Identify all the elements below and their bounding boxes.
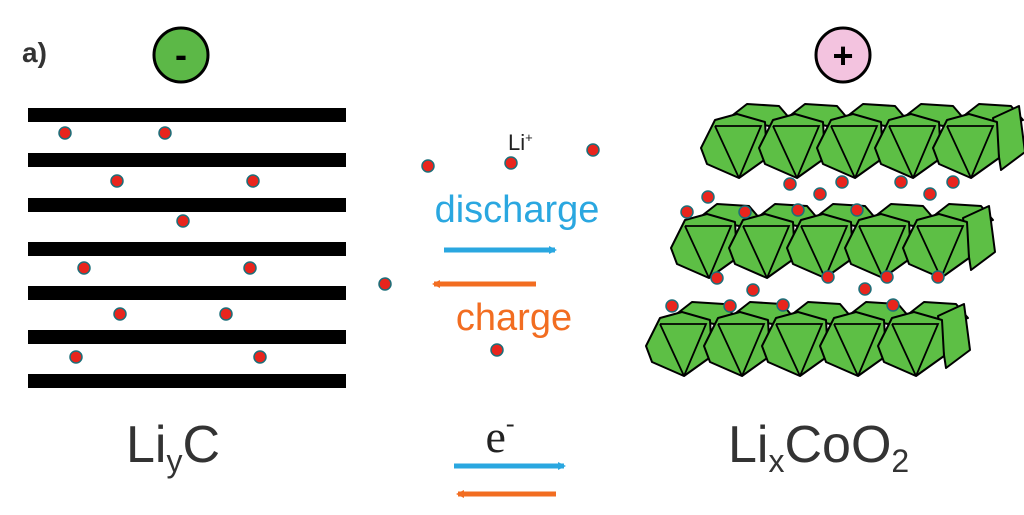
panel-label: a) — [22, 37, 47, 68]
graphite-sheet — [28, 374, 346, 388]
graphite-sheet — [28, 286, 346, 300]
discharge-label: discharge — [435, 189, 600, 231]
lithium-ions — [58, 126, 960, 364]
octahedron-edge — [742, 225, 768, 279]
octahedron-edge — [800, 225, 826, 279]
lithium-ion — [746, 283, 760, 297]
lithium-ion — [77, 261, 91, 275]
graphite-sheet — [28, 330, 346, 344]
lithium-ion — [723, 299, 737, 313]
graphite-sheet — [28, 108, 346, 122]
octahedron-edge — [718, 323, 766, 377]
octahedron-edge — [801, 225, 849, 279]
lithium-ion — [504, 156, 518, 170]
ion-label: Li+ — [508, 130, 533, 155]
cathode-sign: + — [814, 26, 872, 84]
graphite-sheet — [28, 242, 346, 256]
octahedron-edge — [916, 225, 942, 279]
lithium-ion — [58, 126, 72, 140]
lithium-ion — [680, 205, 694, 219]
octahedron-edge — [830, 125, 856, 179]
anode-formula: LiyC — [126, 416, 220, 479]
octahedron-edge — [831, 125, 879, 179]
lithium-ion — [923, 187, 937, 201]
octahedron-edge — [888, 125, 914, 179]
lithium-ion — [421, 159, 435, 173]
minus-sign: - — [175, 34, 187, 75]
lithium-ion — [219, 307, 233, 321]
lithium-ion — [783, 177, 797, 191]
octahedron-edge — [717, 323, 743, 377]
charge-label: charge — [456, 297, 572, 339]
octahedron-edge — [892, 323, 940, 377]
cathode-formula: LixCoO2 — [728, 416, 909, 479]
lithium-ion — [850, 203, 864, 217]
lithium-ion — [738, 205, 752, 219]
lithium-ion — [586, 143, 600, 157]
octahedron-edge — [834, 323, 882, 377]
lithium-ion — [158, 126, 172, 140]
lithium-ion — [813, 187, 827, 201]
lithium-ion — [246, 174, 260, 188]
lithium-ion — [880, 270, 894, 284]
octahedron-edge — [772, 125, 798, 179]
octahedron-edge — [659, 323, 685, 377]
octahedron-edge — [891, 323, 917, 377]
lithium-ion — [243, 261, 257, 275]
octahedron-edge — [858, 225, 884, 279]
lithium-ion — [110, 174, 124, 188]
graphite-layers — [28, 108, 346, 388]
lithium-ion — [490, 343, 504, 357]
octahedron-edge — [947, 125, 995, 179]
lithium-ion — [253, 350, 267, 364]
lithium-ion — [886, 298, 900, 312]
graphite-sheet — [28, 153, 346, 167]
octahedron-edge — [775, 323, 801, 377]
anode-sign: - — [152, 26, 210, 84]
octahedron-edge — [684, 225, 710, 279]
octahedron-edge — [773, 125, 821, 179]
lithium-ion — [894, 175, 908, 189]
lithium-ion — [858, 282, 872, 296]
lithium-ion — [835, 175, 849, 189]
electron-label: e- — [485, 409, 514, 462]
graphite-sheet — [28, 198, 346, 212]
lithium-ion — [931, 270, 945, 284]
lithium-ion — [701, 190, 715, 204]
octahedron-edge — [685, 225, 733, 279]
octahedron-edge — [859, 225, 907, 279]
lithium-ion — [176, 214, 190, 228]
cobalt-oxide-layers — [645, 103, 1024, 377]
lithium-ion — [821, 270, 835, 284]
octahedron-edge — [714, 125, 740, 179]
lithium-ion — [776, 298, 790, 312]
octahedron-edge — [715, 125, 763, 179]
plus-sign: + — [832, 35, 853, 76]
octahedron-edge — [889, 125, 937, 179]
lithium-ion — [791, 203, 805, 217]
octahedron-edge — [946, 125, 972, 179]
lithium-ion — [113, 307, 127, 321]
lithium-ion — [378, 277, 392, 291]
lithium-ion — [665, 299, 679, 313]
octahedron-edge — [917, 225, 965, 279]
octahedron-edge — [660, 323, 708, 377]
octahedron-edge — [743, 225, 791, 279]
lithium-ion — [946, 175, 960, 189]
octahedron-edge — [833, 323, 859, 377]
lithium-ion — [710, 271, 724, 285]
octahedron-edge — [776, 323, 824, 377]
lithium-ion — [69, 350, 83, 364]
